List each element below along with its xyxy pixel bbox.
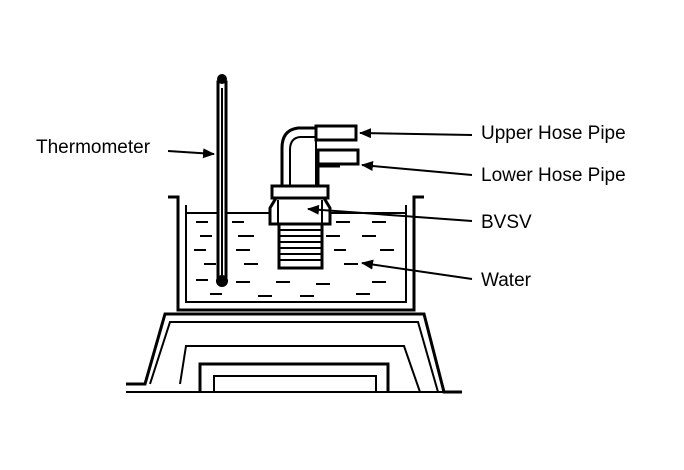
leader-arrows <box>167 128 473 280</box>
label-lower-hose-pipe: Lower Hose Pipe <box>481 165 626 186</box>
bvsv-arrow <box>307 204 473 222</box>
label-bvsv: BVSV <box>481 212 532 233</box>
heater-base <box>126 312 462 394</box>
thermometer <box>216 74 228 287</box>
thermometer-arrow <box>167 148 215 159</box>
label-upper-hose-pipe: Upper Hose Pipe <box>481 123 626 144</box>
lower-hose-arrow <box>361 161 473 176</box>
upper-hose-arrow <box>359 128 473 139</box>
bvsv-valve <box>268 124 360 270</box>
label-water: Water <box>481 270 532 291</box>
water-arrow <box>361 259 473 280</box>
label-thermometer: Thermometer <box>36 137 151 158</box>
